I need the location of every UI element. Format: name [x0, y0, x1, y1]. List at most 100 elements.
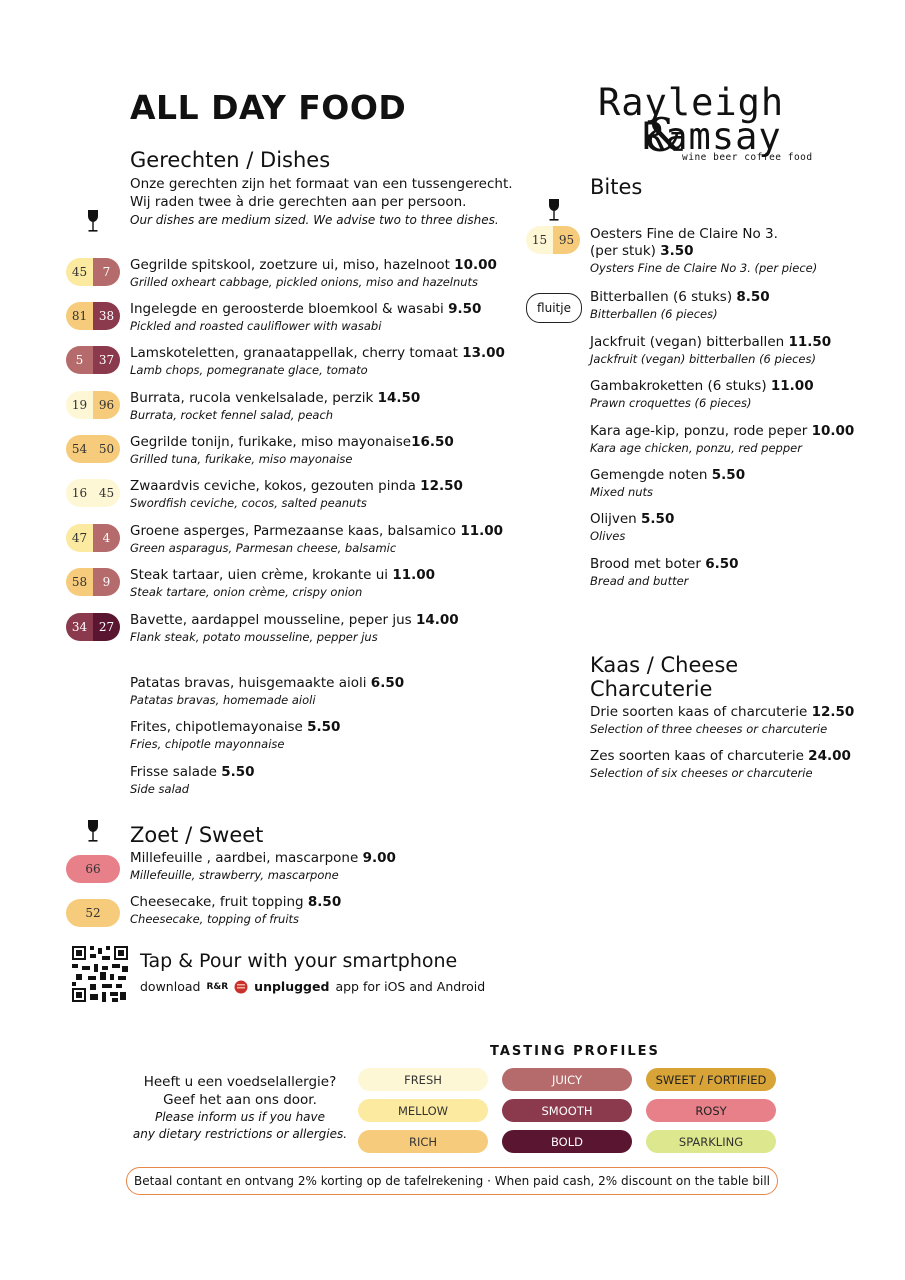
item-price: 6.50: [705, 556, 739, 572]
allergy-nl-1: Heeft u een voedselallergie?: [143, 1074, 337, 1090]
item-price: 9.50: [448, 301, 482, 317]
pairing-number: 52: [66, 899, 120, 927]
item-name-en: Patatas bravas, homemade aioli: [130, 693, 316, 707]
fluitje-badge: fluitje: [526, 293, 582, 323]
item-name-en: Jackfruit (vegan) bitterballen (6 pieces…: [590, 352, 816, 366]
page-title: ALL DAY FOOD: [130, 88, 407, 127]
item-name-en: Millefeuille, strawberry, mascarpone: [130, 868, 339, 882]
qr-code-icon[interactable]: [72, 946, 128, 1002]
menu-item: Gegrilde spitskool, zoetzure ui, miso, h…: [130, 257, 570, 290]
item-name: Kara age-kip, ponzu, rode peper 10.00: [590, 423, 905, 440]
pairing-number: 37: [93, 346, 120, 374]
item-name: Burrata, rucola venkelsalade, perzik 14.…: [130, 390, 570, 407]
item-name-en: Oysters Fine de Claire No 3. (per piece): [590, 261, 818, 275]
item-name-nl: Jackfruit (vegan) bitterballen: [590, 334, 789, 350]
pairing-badge: 66: [66, 855, 120, 883]
item-name-nl: (per stuk): [590, 243, 661, 259]
item-name: Gegrilde spitskool, zoetzure ui, miso, h…: [130, 257, 570, 274]
pairing-number: 95: [553, 226, 580, 254]
intro-nl-1: Onze gerechten zijn het formaat van een …: [130, 176, 513, 192]
bites-title: Bites: [590, 175, 643, 199]
menu-item: Gegrilde tonijn, furikake, miso mayonais…: [130, 434, 570, 467]
item-name-en: Lamb chops, pomegranate glace, tomato: [130, 363, 368, 377]
item-name: Zes soorten kaas of charcuterie 24.00: [590, 748, 905, 765]
item-name-nl: Ingelegde en geroosterde bloemkool & was…: [130, 301, 449, 317]
item-name-en: Flank steak, potato mousseline, pepper j…: [130, 630, 378, 644]
item-name-en: Pickled and roasted cauliflower with was…: [130, 319, 382, 333]
logo-line-1: Rayleigh: [598, 81, 785, 124]
item-name-en: Green asparagus, Parmesan cheese, balsam…: [130, 541, 397, 555]
item-price: 14.50: [377, 390, 421, 406]
tasting-profile-smooth: SMOOTH: [502, 1099, 632, 1122]
item-name: Gegrilde tonijn, furikake, miso mayonais…: [130, 434, 570, 451]
tasting-profiles-title: TASTING PROFILES: [490, 1044, 660, 1059]
brand-logo: Rayleigh & Ramsay wine beer coffee food: [596, 82, 846, 168]
item-name-en: Fries, chipotle mayonnaise: [130, 737, 285, 751]
item-price: 5.50: [711, 467, 746, 483]
tasting-profile-sparkling: SPARKLING: [646, 1130, 776, 1153]
item-name-nl: Cheesecake, fruit topping: [130, 894, 308, 910]
dishes-intro: Onze gerechten zijn het formaat van een …: [130, 175, 513, 229]
item-name-nl: Groene asperges, Parmezaanse kaas, balsa…: [130, 523, 461, 539]
item-name-en: Bread and butter: [590, 574, 689, 588]
item-name-nl: Kara age-kip, ponzu, rode peper: [590, 423, 812, 439]
item-name-nl: Zwaardvis ceviche, kokos, gezouten pinda: [130, 478, 421, 494]
item-name-nl: Lamskoteletten, granaatappellak, cherry …: [130, 345, 463, 361]
item-price: 11.00: [770, 378, 814, 394]
item-price: 8.50: [736, 289, 770, 305]
pairing-number: 19: [66, 391, 93, 419]
item-name: Gambakroketten (6 stuks) 11.00: [590, 378, 905, 395]
menu-item: Bavette, aardappel mousseline, peper jus…: [130, 612, 570, 645]
pairing-number: 16: [66, 479, 93, 507]
item-name-nl: Gegrilde tonijn, furikake, miso mayonais…: [130, 434, 412, 450]
wine-glass-icon: [88, 820, 98, 842]
tap-pour-title: Tap & Pour with your smartphone: [140, 950, 458, 972]
item-name-en: Bitterballen (6 pieces): [590, 307, 718, 321]
item-price: 10.00: [454, 257, 497, 273]
unplugged-logo-icon: [234, 980, 248, 993]
item-name: Cheesecake, fruit topping 8.50: [130, 894, 570, 911]
item-name-nl: Frisse salade: [130, 764, 222, 780]
menu-item: Oesters Fine de Claire No 3.(per stuk) 3…: [590, 226, 905, 276]
item-name-nl: Olijven: [590, 511, 642, 527]
menu-item: Lamskoteletten, granaatappellak, cherry …: [130, 345, 570, 378]
unplugged-brand: unplugged: [254, 979, 330, 994]
item-price: 5.50: [641, 511, 675, 527]
tasting-profile-rich: RICH: [358, 1130, 488, 1153]
allergy-en-2: any dietary restrictions or allergies.: [132, 1127, 348, 1141]
item-name-nl: Bavette, aardappel mousseline, peper jus: [130, 612, 416, 628]
menu-item: Groene asperges, Parmezaanse kaas, balsa…: [130, 523, 570, 556]
item-name: Groene asperges, Parmezaanse kaas, balsa…: [130, 523, 570, 540]
pairing-number: 4: [93, 524, 120, 552]
tasting-profile-juicy: JUICY: [502, 1068, 632, 1091]
pairing-number: 27: [93, 613, 120, 641]
item-price: 9.00: [362, 850, 396, 866]
item-name: Ingelegde en geroosterde bloemkool & was…: [130, 301, 570, 318]
item-name-en: Swordfish ceviche, cocos, salted peanuts: [130, 496, 367, 510]
cheese-title: Kaas / Cheese: [590, 653, 739, 677]
logo-ampersand: &: [644, 108, 685, 162]
item-name: Brood met boter 6.50: [590, 556, 905, 573]
item-price: 3.50: [660, 243, 694, 259]
pairing-number: 7: [93, 258, 120, 286]
pairing-number: 96: [93, 391, 120, 419]
item-name-en: Prawn croquettes (6 pieces): [590, 396, 752, 410]
pairing-number: 38: [93, 302, 120, 330]
intro-en: Our dishes are medium sized. We advise t…: [130, 213, 499, 227]
tap-pour-subtitle: download R&R unplugged app for iOS and A…: [140, 979, 485, 994]
item-price: 6.50: [370, 675, 405, 691]
item-price: 12.50: [420, 478, 463, 494]
item-name-nl: Gambakroketten (6 stuks): [590, 378, 771, 394]
